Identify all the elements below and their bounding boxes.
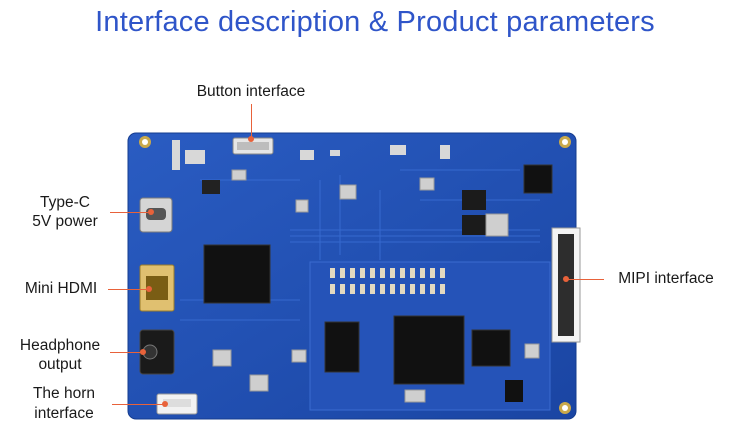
- leader-dot-mipi: [563, 276, 569, 282]
- leader-dot-headphone: [140, 349, 146, 355]
- leader-line-mipi: [566, 279, 604, 280]
- label-headphone-line2: output: [38, 356, 82, 373]
- leader-line-button: [251, 104, 252, 138]
- leader-line-headphone: [110, 352, 142, 353]
- label-horn-line1: The horn: [32, 385, 96, 402]
- label-typec-line2: 5V power: [32, 213, 98, 230]
- leader-dot-button: [248, 136, 254, 142]
- leader-dot-horn: [162, 401, 168, 407]
- leader-line-hdmi: [108, 289, 148, 290]
- leader-dot-typec: [148, 209, 154, 215]
- label-mini-hdmi: Mini HDMI: [24, 280, 98, 297]
- leader-line-horn: [112, 404, 164, 405]
- page-title: Interface description & Product paramete…: [95, 6, 655, 38]
- label-headphone-line1: Headphone: [19, 337, 101, 354]
- label-button-interface: Button interface: [196, 83, 306, 100]
- leader-dot-hdmi: [146, 286, 152, 292]
- leader-line-typec: [110, 212, 150, 213]
- label-typec-line1: Type-C: [40, 194, 90, 211]
- label-mipi-interface: MIPI interface: [618, 270, 714, 287]
- label-horn-line2: interface: [34, 405, 94, 422]
